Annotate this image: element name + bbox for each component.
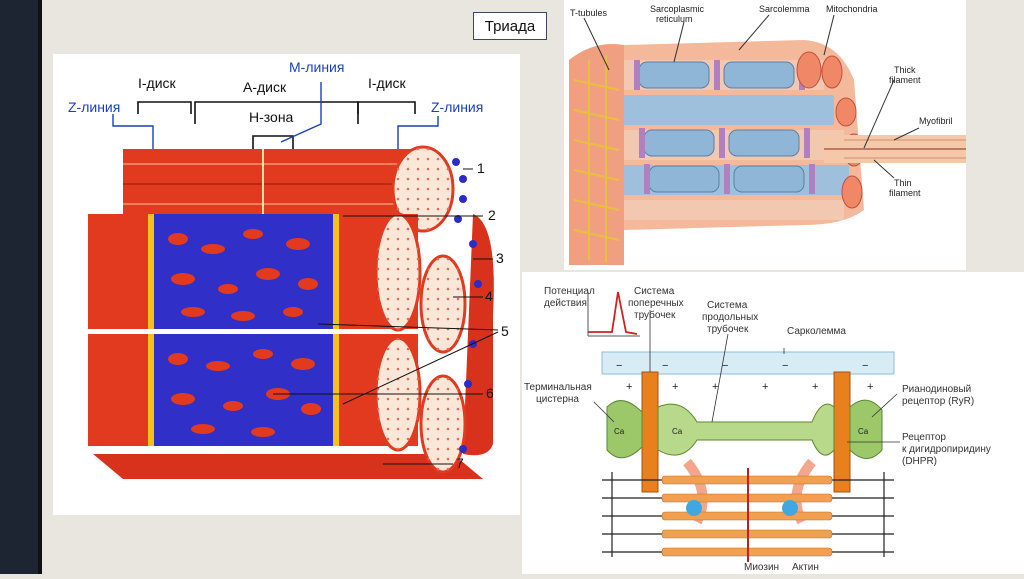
minus-sign: − (862, 360, 868, 372)
t-tubule-system-label-2: поперечных (628, 298, 684, 309)
ca-label-center: Ca (672, 427, 683, 436)
minus-sign: − (662, 360, 668, 372)
action-potential-trace (588, 291, 638, 335)
minus-sign: − (616, 360, 622, 372)
plus-sign: + (626, 381, 632, 393)
sarcolemma-label-ru: Сарколемма (787, 326, 846, 337)
plus-sign: + (867, 381, 873, 393)
longitudinal-system-label-3: трубочек (707, 323, 749, 335)
z-line-left-label: Z-линия (68, 99, 120, 115)
terminal-cistern-left-outer (606, 400, 643, 459)
ca-label-right: Ca (858, 427, 869, 436)
h-zone-bracket (252, 135, 294, 149)
fiber-cross-section (569, 44, 624, 265)
base-slab (93, 454, 483, 479)
ryr-label-1: Рианодиновый (902, 384, 971, 395)
sarcolemma-edge (463, 214, 494, 456)
longitudinal-system-label-2: продольных (702, 312, 758, 323)
i-disk-left-bracket (137, 101, 192, 114)
t-tubules-label: T-tubules (570, 8, 608, 18)
t-tubule-left (641, 371, 659, 493)
sr-label-2: reticulum (656, 14, 693, 24)
ryr-label-2: рецептор (RyR) (902, 396, 974, 407)
ec-coupling-diagram: − − − − − + + + + + + Ca Ca Ca Потенциал… (524, 286, 991, 573)
sarcoplasmic-reticulum-diagram: T-tubules Sarcoplasmic reticulum Sarcole… (569, 4, 966, 265)
callout-4: 4 (485, 288, 493, 304)
a-disk-label: А-диск (243, 79, 287, 95)
plus-sign: + (672, 381, 678, 393)
mitochondria-label: Mitochondria (826, 4, 878, 14)
t-tubule-system-label-3: трубочек (634, 309, 676, 321)
z-line-middle-right (333, 214, 339, 329)
plus-sign: + (812, 381, 818, 393)
action-potential-label-2: действия (544, 298, 587, 309)
z-line-lower-right (333, 334, 339, 446)
ca-ion-left (686, 500, 702, 516)
plus-sign: + (762, 381, 768, 393)
thick-filament-label-2: filament (889, 75, 921, 85)
terminal-cistern-label-1: Терминальная (524, 382, 592, 393)
callout-3: 3 (496, 250, 504, 266)
lower-reticulum (153, 334, 333, 446)
t-tubule-right (833, 371, 851, 493)
myofibril-diagram: I-диск А-диск I-диск М-линия Н-зона Z-ли… (68, 59, 509, 479)
m-line-label: М-линия (289, 59, 344, 75)
triad-badge: Триада (473, 12, 547, 40)
h-zone-label: Н-зона (249, 109, 294, 125)
sarcolemma-label-en: Sarcolemma (759, 4, 810, 14)
myofibril-label: Myofibril (919, 116, 953, 126)
mitochondria (796, 51, 865, 209)
myosin-label: Миозин (744, 562, 779, 573)
sr-label-1: Sarcoplasmic (650, 4, 705, 14)
callout-6: 6 (486, 385, 494, 401)
callout-2: 2 (488, 207, 496, 223)
dhpr-label-2: к дигидропиридину (902, 444, 991, 455)
thick-filament-label-1: Thick (894, 65, 916, 75)
thin-filament-label-1: Thin (894, 178, 912, 188)
i-disk-right-bracket (357, 101, 416, 114)
dhpr-label-3: (DHPR) (902, 456, 937, 467)
ca-label-left: Ca (614, 427, 625, 436)
sarcolemma-membrane (601, 351, 895, 375)
myofibril-diagram-panel: I-диск А-диск I-диск М-линия Н-зона Z-ли… (53, 54, 520, 515)
slide-left-bar (0, 0, 38, 574)
minus-sign: − (722, 360, 728, 372)
t-tubule-system-label-1: Система (634, 286, 675, 297)
z-line-lower-left (148, 334, 154, 446)
minus-sign: − (782, 360, 788, 372)
slide-left-accent (38, 0, 42, 574)
plus-sign: + (712, 381, 718, 393)
longitudinal-system-label-1: Система (707, 300, 748, 311)
ec-coupling-panel: − − − − − + + + + + + Ca Ca Ca Потенциал… (522, 272, 1024, 574)
actin-label: Актин (792, 562, 819, 573)
i-disk-right-label: I-диск (368, 75, 407, 91)
i-disk-left-label: I-диск (138, 75, 177, 91)
ca-ion-right (782, 500, 798, 516)
terminal-cistern-label-2: цистерна (536, 394, 579, 405)
callout-7: 7 (456, 455, 464, 471)
z-line-right-label: Z-линия (431, 99, 483, 115)
thin-filament-label-2: filament (889, 188, 921, 198)
callout-1: 1 (477, 160, 485, 176)
dhpr-label-1: Рецептор (902, 432, 946, 443)
longitudinal-tubule (657, 403, 835, 456)
callout-5: 5 (501, 323, 509, 339)
sarcoplasmic-reticulum-panel: T-tubules Sarcoplasmic reticulum Sarcole… (564, 0, 966, 270)
z-line-middle-left (148, 214, 154, 329)
action-potential-label-1: Потенциал (544, 286, 595, 297)
